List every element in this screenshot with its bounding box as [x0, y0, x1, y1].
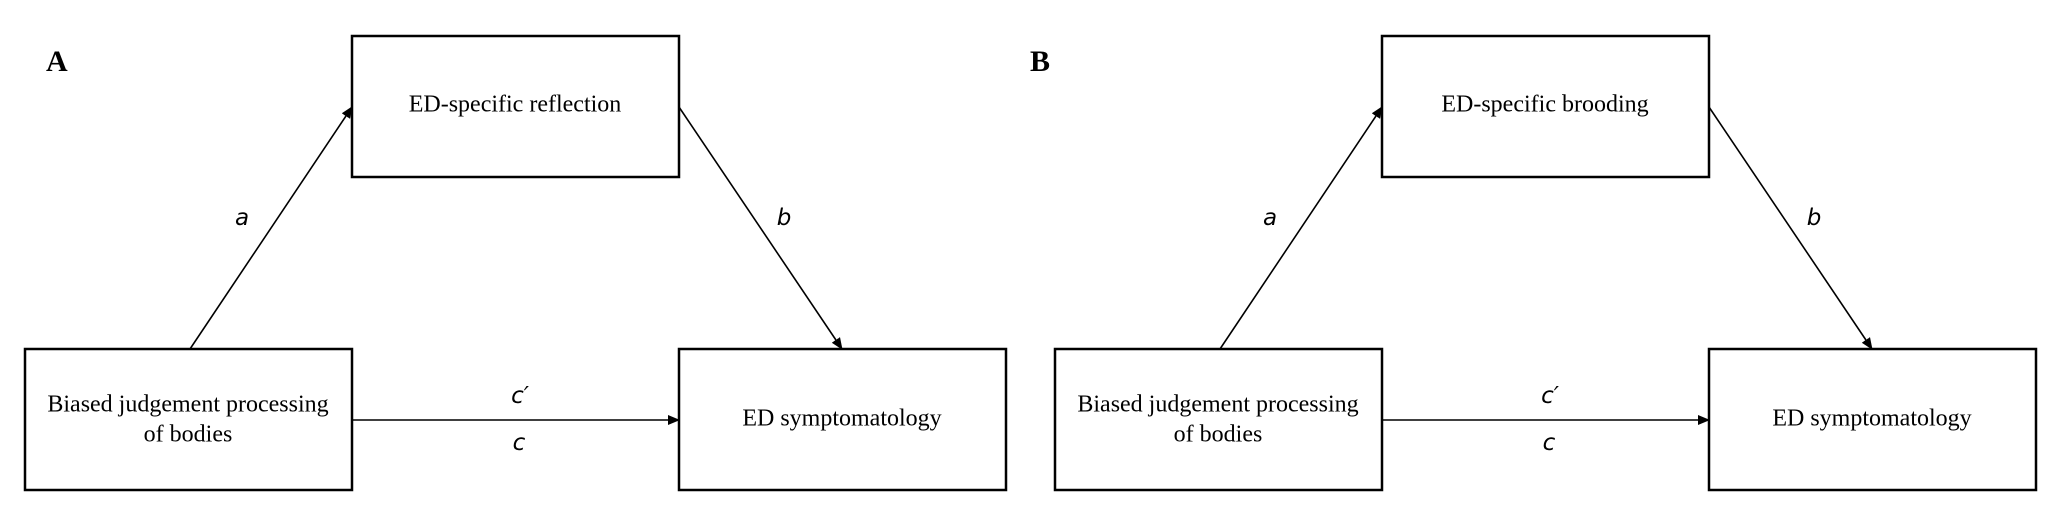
panel-b-outcome-label: ED symptomatology: [1772, 406, 1971, 432]
panel-b-outcome-box: [1707, 347, 2038, 492]
panel-a-arrow-b: [678, 106, 843, 350]
panel-a-path-c-label: c: [513, 430, 526, 456]
panel-a-path-b-label: b: [777, 205, 792, 231]
panel-a-predictor-label-line1: Biased judgement processing: [47, 392, 328, 418]
panel-b-arrow-a: [1219, 106, 1383, 350]
panel-a: A ED-specific reflection Biased judgemen…: [23, 34, 1008, 492]
panel-a-arrow-a: [189, 106, 353, 350]
panel-b-arrow-b: [1708, 106, 1873, 350]
panel-b-predictor-label-line2: of bodies: [1174, 422, 1263, 448]
panel-a-outcome-label: ED symptomatology: [742, 406, 941, 432]
panel-a-outcome-box: [677, 347, 1008, 492]
panel-b-mediator-box: [1380, 34, 1711, 179]
panel-b-letter: B: [1030, 45, 1050, 78]
panel-b-predictor-box: [1053, 347, 1384, 492]
panel-a-predictor-box: [23, 347, 354, 492]
panel-b-path-a-label: a: [1263, 205, 1277, 231]
panel-b: B ED-specific brooding Biased judgement …: [1030, 34, 2038, 492]
panel-a-predictor-label-line2: of bodies: [144, 422, 233, 448]
panel-a-mediator-box: [350, 34, 681, 179]
panel-a-letter: A: [46, 45, 68, 78]
panel-b-path-c-prime-label: c′: [1541, 383, 1560, 409]
panel-a-path-c-prime-label: c′: [511, 383, 530, 409]
panel-b-predictor-label-line1: Biased judgement processing: [1077, 392, 1358, 418]
panel-a-path-a-label: a: [235, 205, 249, 231]
panel-b-path-c-label: c: [1543, 430, 1556, 456]
panel-b-path-b-label: b: [1807, 205, 1822, 231]
panel-a-mediator-label: ED-specific reflection: [409, 92, 622, 118]
panel-b-mediator-label: ED-specific brooding: [1441, 92, 1648, 118]
